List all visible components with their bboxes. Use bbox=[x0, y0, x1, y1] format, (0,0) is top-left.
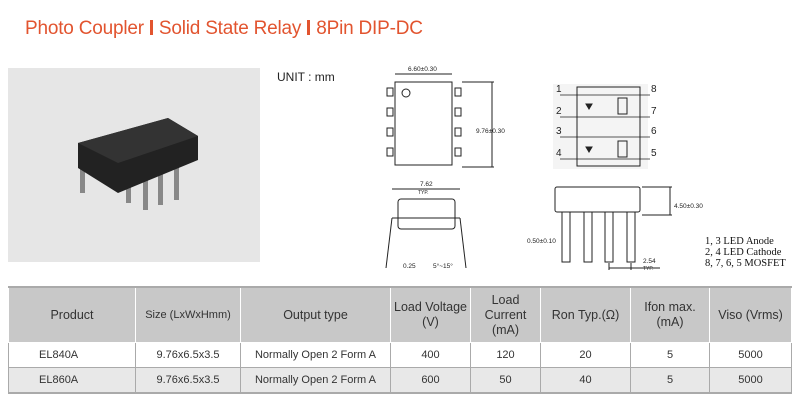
pin-label: 6 bbox=[651, 126, 657, 137]
chip-image bbox=[78, 118, 198, 210]
cell: 400 bbox=[390, 342, 471, 368]
pin-label: 4 bbox=[556, 148, 562, 159]
cell: 5 bbox=[630, 342, 710, 368]
col-header: Size (LxWxHmm) bbox=[135, 286, 241, 343]
title-part: 8Pin DIP-DC bbox=[316, 18, 423, 39]
col-header: Product bbox=[8, 286, 136, 343]
table-row: EL840A 9.76x6.5x3.5 Normally Open 2 Form… bbox=[8, 342, 792, 368]
col-header: Ifon max. (mA) bbox=[630, 286, 710, 343]
col-header: Ron Typ.(Ω) bbox=[540, 286, 631, 343]
dimension-drawings: 6.60±0.30 9.76±0.30 7.62 TYP. 0.25 5°~15… bbox=[385, 66, 703, 272]
dim-row-pitch: 7.62 bbox=[420, 181, 433, 188]
title-part: Solid State Relay bbox=[158, 18, 302, 39]
col-header: Viso (Vrms) bbox=[709, 286, 792, 343]
top-view-drawing bbox=[386, 73, 494, 168]
cell: 5 bbox=[630, 367, 710, 394]
separator bbox=[149, 20, 153, 35]
page-title: Photo Coupler Solid State Relay 8Pin DIP-D… bbox=[25, 18, 423, 40]
pin-label: 5 bbox=[651, 148, 657, 159]
legend-item: 2, 4 LED Cathode bbox=[705, 247, 782, 258]
legend-item: 1, 3 LED Anode bbox=[705, 236, 774, 247]
unit-label: UNIT : mm bbox=[277, 70, 335, 84]
cell: EL860A bbox=[8, 367, 136, 394]
cell: Normally Open 2 Form A bbox=[240, 342, 391, 368]
pin-label: 8 bbox=[651, 84, 657, 95]
cell: 20 bbox=[540, 342, 631, 368]
pin-label: 2 bbox=[556, 106, 562, 117]
legend-item: 8, 7, 6, 5 MOSFET bbox=[705, 258, 786, 269]
dim-pitch: 2.54 bbox=[643, 258, 656, 265]
cell: 5000 bbox=[709, 342, 792, 368]
pin-label: 3 bbox=[556, 126, 562, 137]
product-table: Product Size (LxWxHmm) Output type Load … bbox=[8, 286, 792, 394]
separator bbox=[307, 20, 311, 35]
table-row: EL860A 9.76x6.5x3.5 Normally Open 2 Form… bbox=[8, 367, 792, 394]
cell: 120 bbox=[470, 342, 541, 368]
table-header-row: Product Size (LxWxHmm) Output type Load … bbox=[8, 286, 792, 343]
dim-lead: 0.50±0.10 bbox=[527, 238, 556, 245]
dim-typ: TYP. bbox=[418, 190, 428, 196]
product-photo bbox=[8, 68, 260, 262]
col-header: Load Voltage (V) bbox=[390, 286, 471, 343]
title-part: Photo Coupler bbox=[25, 18, 144, 39]
cell: 600 bbox=[390, 367, 471, 394]
col-header: Load Current (mA) bbox=[470, 286, 541, 343]
cell: 9.76x6.5x3.5 bbox=[135, 342, 241, 368]
cell: 9.76x6.5x3.5 bbox=[135, 367, 241, 394]
pin-label: 1 bbox=[556, 84, 562, 95]
cell: 50 bbox=[470, 367, 541, 394]
dim-typ: TYP. bbox=[643, 266, 653, 272]
cell: Normally Open 2 Form A bbox=[240, 367, 391, 394]
pin-label: 7 bbox=[651, 106, 657, 117]
cell: EL840A bbox=[8, 342, 136, 368]
dim-width: 6.60±0.30 bbox=[408, 66, 437, 73]
cell: 40 bbox=[540, 367, 631, 394]
cell: 5000 bbox=[709, 367, 792, 394]
dim-thickness: 0.25 bbox=[403, 263, 416, 270]
dim-height: 4.50±0.30 bbox=[674, 203, 703, 210]
col-header: Output type bbox=[240, 286, 391, 343]
dim-angle: 5°~15° bbox=[433, 262, 453, 270]
pin-legend: 1, 3 LED Anode 2, 4 LED Cathode 8, 7, 6,… bbox=[705, 236, 786, 269]
dim-length: 9.76±0.30 bbox=[476, 128, 505, 135]
